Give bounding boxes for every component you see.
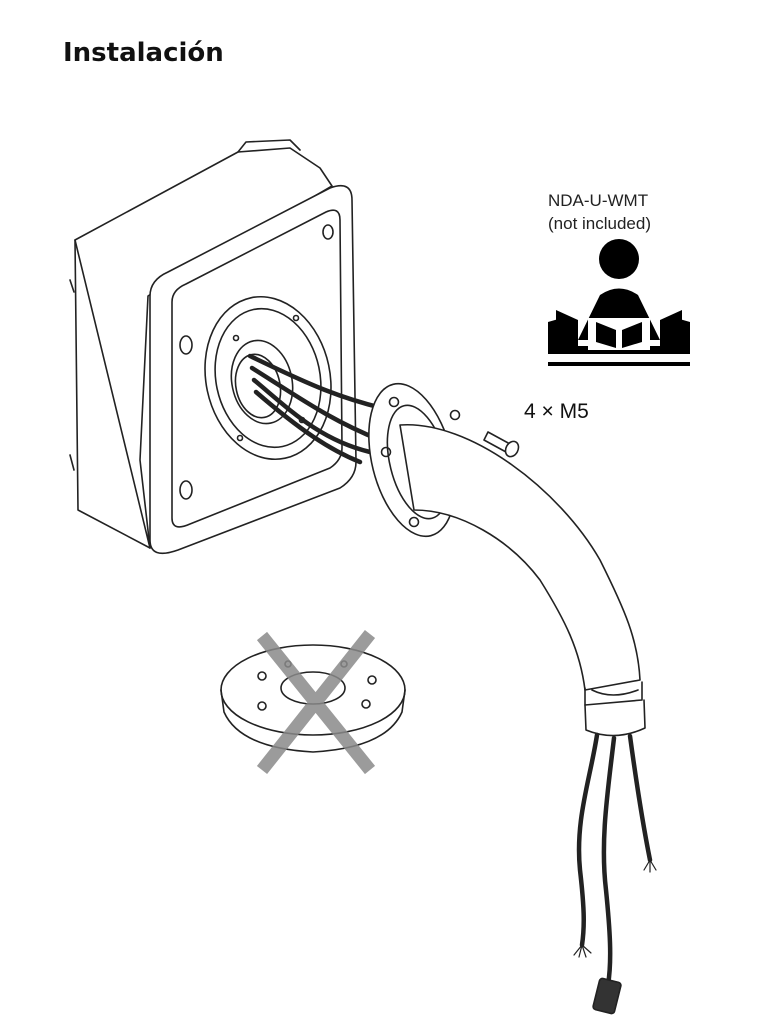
screw-quantity-label: 4 × M5 bbox=[524, 400, 589, 423]
cross-icon bbox=[256, 629, 376, 775]
screw-icon bbox=[483, 431, 520, 458]
junction-box bbox=[69, 139, 357, 555]
exit-cables bbox=[576, 732, 653, 988]
page-title: Instalación bbox=[63, 38, 224, 68]
accessory-model-label: NDA-U-WMT bbox=[548, 191, 649, 210]
wall-mount-arm bbox=[399, 424, 646, 737]
accessory-note-label: (not included) bbox=[548, 214, 652, 233]
rj45-connector bbox=[592, 977, 622, 1015]
accessory-callout: NDA-U-WMT (not included) bbox=[548, 189, 708, 235]
manual-reader-icon bbox=[548, 239, 690, 366]
